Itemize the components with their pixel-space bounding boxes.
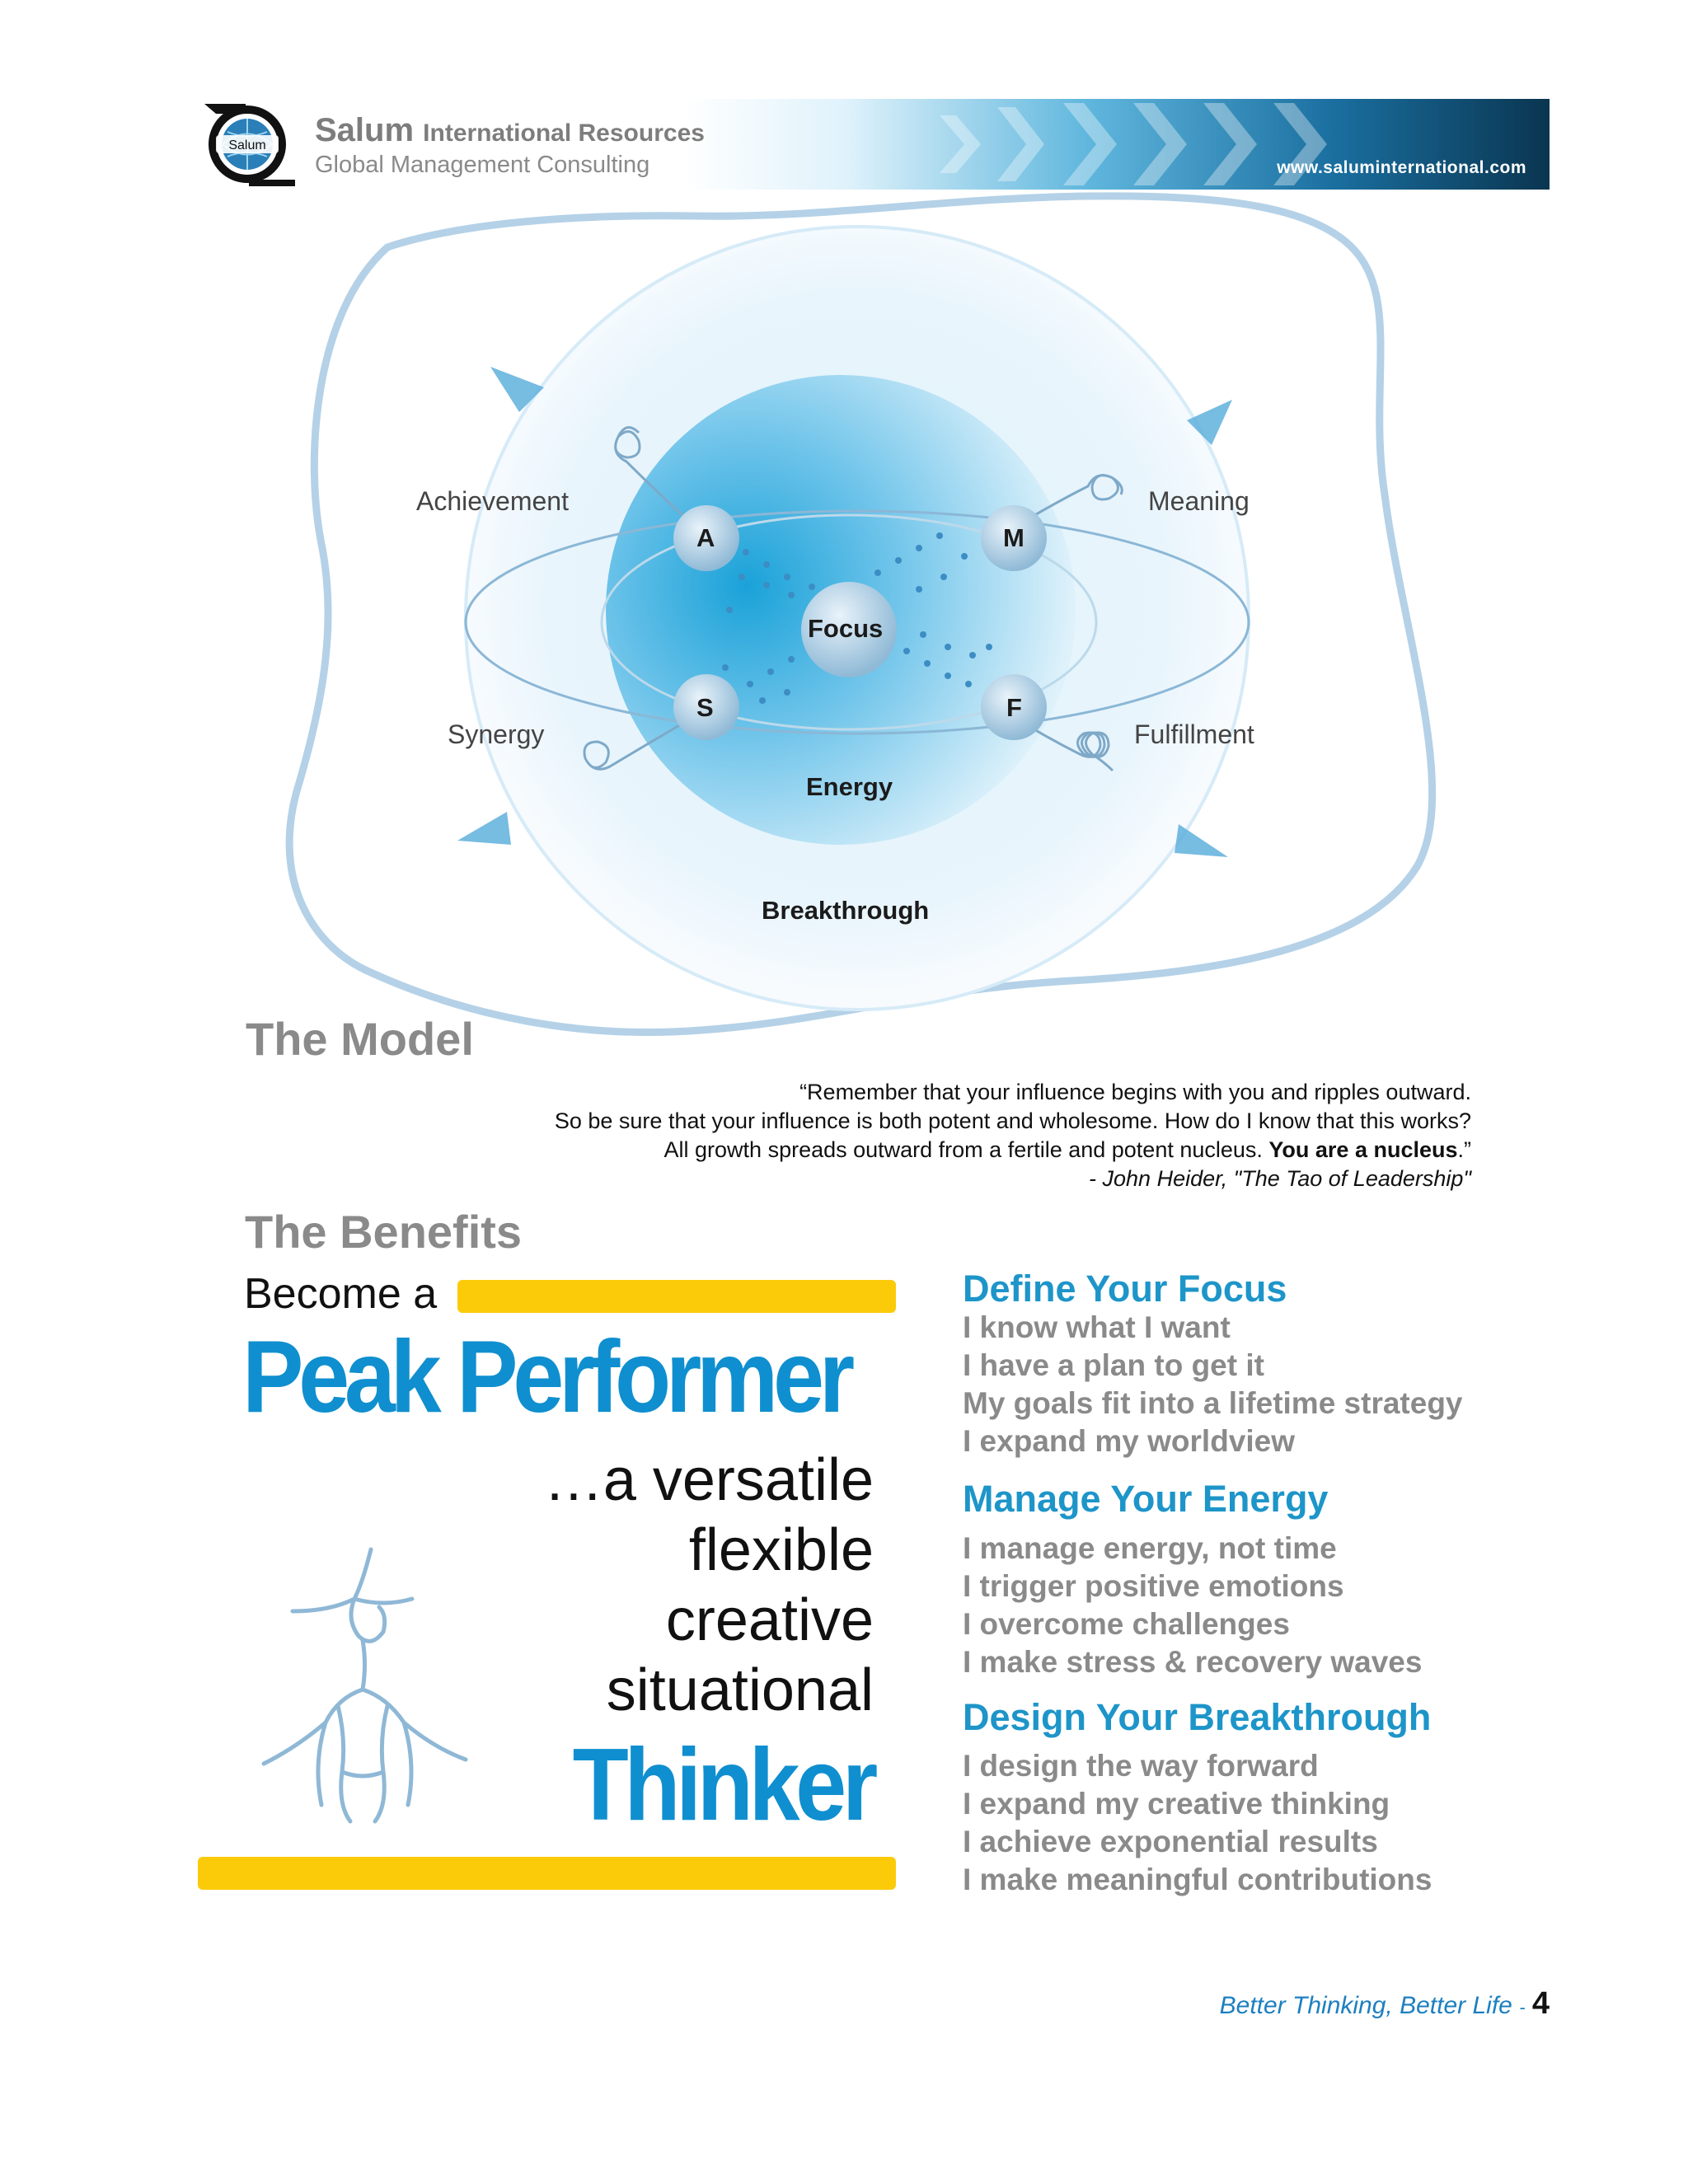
model-diagram [285,192,1437,1037]
peak-performer-heading: Peak Performer [242,1320,855,1434]
brand-name-sub: International Resources [423,120,705,147]
quote-line-2: So be sure that your influence is both p… [554,1108,1471,1133]
quote-emphasis: You are a nucleus [1268,1137,1458,1162]
yellow-bar-top [457,1280,896,1313]
footer-tagline: Better Thinking, Better Life [1219,1992,1512,2019]
become-text: Become a [244,1270,438,1318]
node-m-ball [981,505,1047,571]
section-title-benefits: The Benefits [245,1206,523,1258]
adjective-creative: creative [665,1587,874,1653]
focus-ball [801,582,897,677]
node-s: S [696,693,714,722]
node-focus: Focus [808,614,884,643]
node-a: A [696,523,715,552]
benefit-item: My goals fit into a lifetime strategy [963,1386,1463,1420]
section-title-model: The Model [246,1013,474,1065]
chevron-pattern [940,103,1327,185]
outward-arrows [457,367,1232,857]
benefit-heading-energy: Manage Your Energy [963,1478,1329,1520]
benefit-heading-breakthrough: Design Your Breakthrough [963,1696,1432,1738]
benefit-item: I know what I want [963,1310,1231,1344]
quote-attribution: - John Heider, "The Tao of Leadership" [1089,1166,1471,1191]
benefit-item: I expand my worldview [963,1424,1296,1458]
benefit-item: I make meaningful contributions [963,1863,1432,1896]
node-m: M [1003,523,1025,552]
outer-wavy-boundary [285,192,1437,1037]
yellow-bar-bottom [198,1857,896,1890]
label-energy: Energy [806,772,893,801]
benefit-item: I manage energy, not time [963,1531,1337,1565]
node-f-ball [981,674,1047,740]
quote-line-3: All growth spreads outward from a fertil… [663,1137,1471,1162]
page-number: 4 [1531,1986,1550,2021]
benefit-item: I have a plan to get it [963,1348,1264,1382]
page-header: www.saluminternational.com Salum Salum I… [198,99,1550,190]
node-a-ball [673,505,739,571]
page-footer: Better Thinking, Better Life - 4 [1220,1986,1550,2022]
benefit-item: I expand my creative thinking [963,1787,1390,1821]
benefit-item: I overcome challenges [963,1607,1290,1641]
adjective-situational: situational [606,1657,874,1723]
footer-separator: - [1519,1997,1526,2018]
adjective-flexible: flexible [688,1517,874,1583]
salum-logo: Salum [204,104,295,186]
adjective-versatile: …a versatile [543,1447,874,1513]
benefit-heading-focus: Define Your Focus [963,1268,1287,1310]
node-f: F [1006,693,1022,722]
benefit-item: I design the way forward [963,1749,1319,1783]
label-meaning: Meaning [1148,486,1250,516]
logo-text: Salum [228,138,265,152]
acrobat-figures-illustration [261,1547,468,1824]
label-breakthrough: Breakthrough [762,896,930,925]
orbit-ellipse-inner [600,513,1098,731]
benefit-item: I trigger positive emotions [963,1569,1344,1603]
benefit-item: I achieve exponential results [963,1825,1378,1858]
label-fulfillment: Fulfillment [1134,719,1254,749]
thinker-heading: Thinker [572,1728,879,1842]
label-synergy: Synergy [448,719,545,749]
brand-tagline: Global Management Consulting [315,152,650,178]
label-achievement: Achievement [416,486,569,516]
brand-name: Salum International Resources [315,112,705,148]
benefit-item: I make stress & recovery waves [963,1645,1423,1679]
node-s-ball [673,674,739,740]
quote-line-1: “Remember that your influence begins wit… [799,1080,1471,1104]
orbit-ellipse-outer [464,509,1250,735]
website-url[interactable]: www.saluminternational.com [1277,158,1526,177]
header-banner: www.saluminternational.com [198,99,1550,190]
spiral-links [583,426,1123,772]
